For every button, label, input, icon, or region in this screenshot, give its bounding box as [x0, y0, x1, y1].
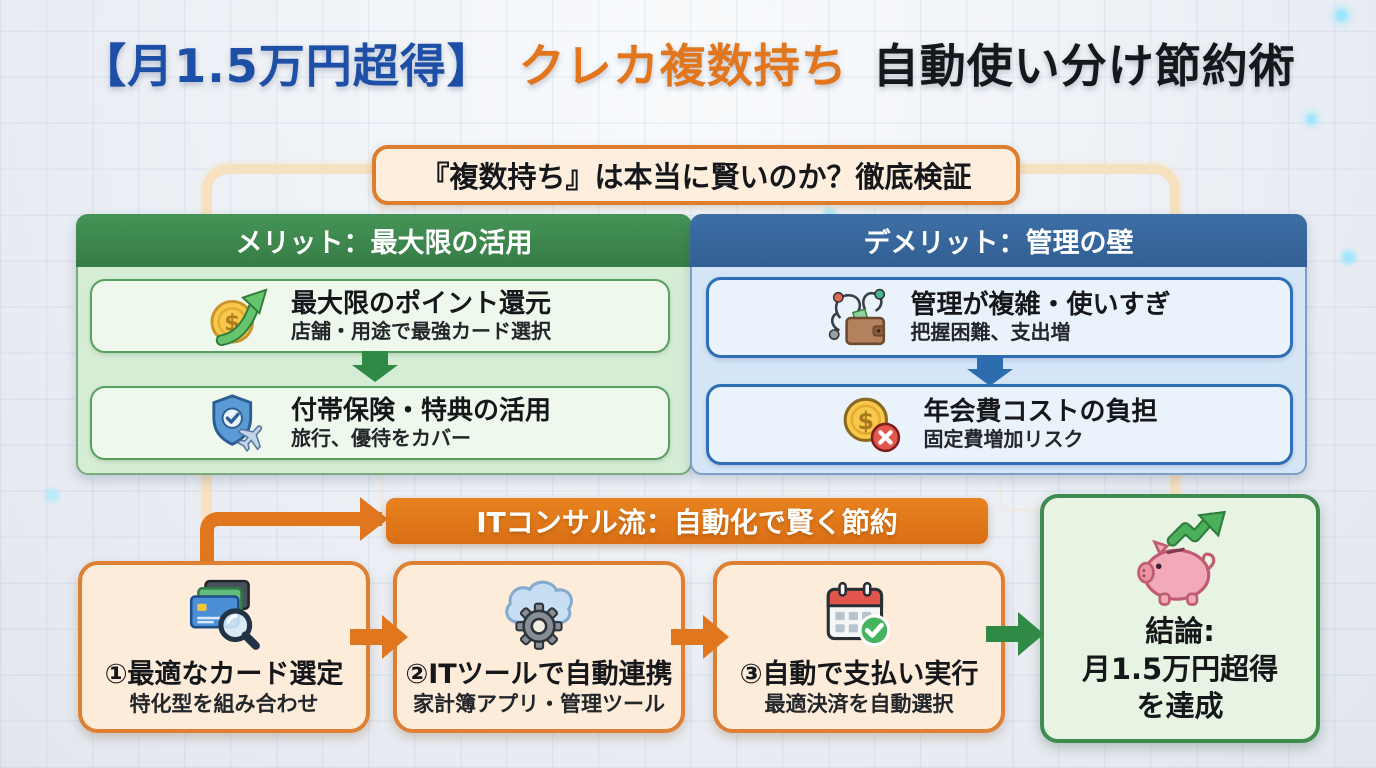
- calendar-check-icon: [826, 582, 891, 647]
- step-card-3: ③自動で支払い実行 最適決済を自動選択: [713, 561, 1005, 733]
- demerit-item-title: 管理が複雑・使いすぎ: [910, 290, 1171, 321]
- tangled-wallet-icon: [829, 288, 886, 345]
- demerit-item-annual-fee: $ 年会費コストの負担 固定費増加リスク: [706, 384, 1293, 465]
- method-banner-label: ITコンサル流：自動化で賢く節約: [476, 506, 898, 539]
- step-arrow-2-icon: [671, 615, 729, 659]
- coin-cross-icon: $: [844, 397, 901, 452]
- conclusion-card: 結論: 月1.5万円超得 を達成: [1040, 494, 1320, 743]
- demerit-panel-header: デメリット：管理の壁: [690, 214, 1307, 267]
- conclusion-line: 結論:: [1145, 613, 1215, 648]
- piggy-bank-growth-icon: [1137, 510, 1227, 606]
- method-banner: ITコンサル流：自動化で賢く節約: [386, 498, 988, 544]
- coin-growth-icon: $: [210, 288, 268, 347]
- merit-item-insurance: 付帯保険・特典の活用 旅行、優待をカバー: [90, 386, 670, 460]
- step-card-1: ①最適なカード選定 特化型を組み合わせ: [78, 561, 370, 733]
- demerit-header-label: デメリット：管理の壁: [863, 228, 1134, 259]
- title-rest: 自動使い分け節約術: [872, 39, 1296, 93]
- conclusion-text: 結論: 月1.5万円超得 を達成: [1082, 613, 1278, 726]
- verification-banner-label: 『複数持ち』は本当に賢いのか？徹底検証: [420, 160, 972, 194]
- merit-item-points: $ 最大限のポイント還元 店舗・用途で最強カード選択: [90, 279, 670, 353]
- verification-banner: 『複数持ち』は本当に賢いのか？徹底検証: [372, 145, 1020, 205]
- step-card-2: ②ITツールで自動連携 家計簿アプリ・管理ツール: [393, 561, 685, 733]
- merit-down-arrow-icon: [352, 351, 398, 382]
- demerit-item-complexity: 管理が複雑・使いすぎ 把握困難、支出増: [706, 277, 1293, 358]
- merit-item-desc: 店舗・用途で最強カード選択: [290, 318, 551, 343]
- title-accent: クレカ複数持ち: [518, 39, 848, 93]
- demerit-down-arrow-icon: [967, 355, 1013, 386]
- merit-panel-header: メリット：最大限の活用: [76, 214, 692, 267]
- step-title: ③自動で支払い実行: [739, 659, 979, 691]
- step-title: ①最適なカード選定: [104, 659, 344, 691]
- flow-elbow-arrowhead-icon: [360, 497, 388, 541]
- step-desc: 特化型を組み合わせ: [129, 691, 319, 716]
- merit-item-title: 最大限のポイント還元: [290, 288, 551, 319]
- conclusion-line: を達成: [1136, 689, 1224, 724]
- credit-cards-magnifier-icon: [189, 580, 260, 651]
- merit-header-label: メリット：最大限の活用: [235, 228, 533, 259]
- title-highlight: 【月1.5万円超得】: [80, 39, 494, 93]
- cloud-gear-icon: [505, 580, 573, 651]
- shield-airplane-icon: [212, 394, 263, 453]
- conclusion-line: 月1.5万円超得: [1081, 651, 1279, 686]
- merit-item-desc: 旅行、優待をカバー: [290, 425, 471, 450]
- page-title: 【月1.5万円超得】 クレカ複数持ち 自動使い分け節約術: [0, 30, 1376, 96]
- demerit-item-title: 年会費コストの負担: [923, 397, 1158, 428]
- merit-item-title: 付帯保険・特典の活用: [290, 395, 551, 426]
- demerit-item-desc: 固定費増加リスク: [923, 427, 1084, 452]
- demerit-item-desc: 把握困難、支出増: [910, 320, 1071, 345]
- step-title: ②ITツールで自動連携: [405, 659, 673, 691]
- conclusion-arrow-icon: [986, 612, 1044, 656]
- step-arrow-1-icon: [350, 615, 408, 659]
- step-desc: 家計簿アプリ・管理ツール: [413, 691, 665, 716]
- svg-text:$: $: [858, 407, 875, 435]
- step-desc: 最適決済を自動選択: [764, 691, 954, 716]
